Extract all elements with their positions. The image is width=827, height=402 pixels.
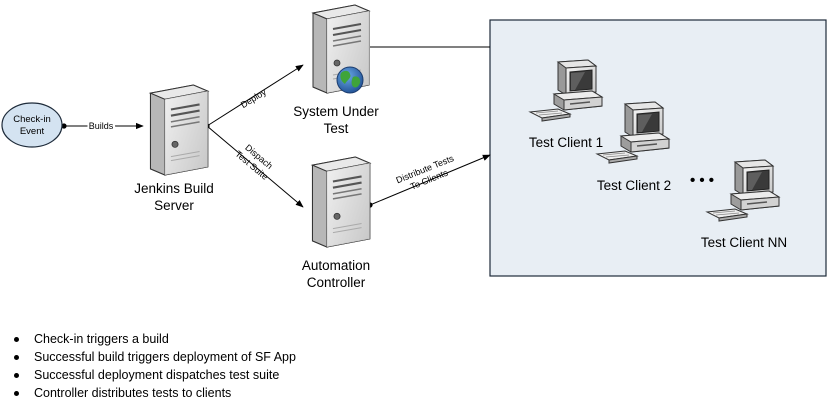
jenkins-server-icon xyxy=(149,83,209,177)
test-client-2-label: Test Client 2 xyxy=(597,178,671,193)
globe-icon xyxy=(336,66,364,94)
bullet-item: Controller distributes tests to clients xyxy=(14,384,296,402)
deploy-label: Deploy xyxy=(239,87,268,111)
distribute-edge xyxy=(369,154,491,206)
dispatch-edge xyxy=(206,125,304,208)
more-clients-ellipsis: • • • xyxy=(690,172,714,189)
builds-label: Builds xyxy=(89,121,114,131)
checkin-edge-dot xyxy=(61,123,67,129)
bullet-item: Successful build triggers deployment of … xyxy=(14,348,296,366)
deploy-edge xyxy=(206,64,304,127)
dispatch-label: DispachTest Suite xyxy=(233,140,277,182)
bullet-item: Successful deployment dispatches test su… xyxy=(14,366,296,384)
bullet-item: Check-in triggers a build xyxy=(14,330,296,348)
controller-server-icon xyxy=(311,155,371,249)
summary-bullet-list: Check-in triggers a build Successful bui… xyxy=(14,330,296,402)
test-client-1-label: Test Client 1 xyxy=(529,135,603,150)
distribute-label: Distribute TestsTo Clients xyxy=(395,153,460,196)
test-client-nn-label: Test Client NN xyxy=(701,235,787,250)
